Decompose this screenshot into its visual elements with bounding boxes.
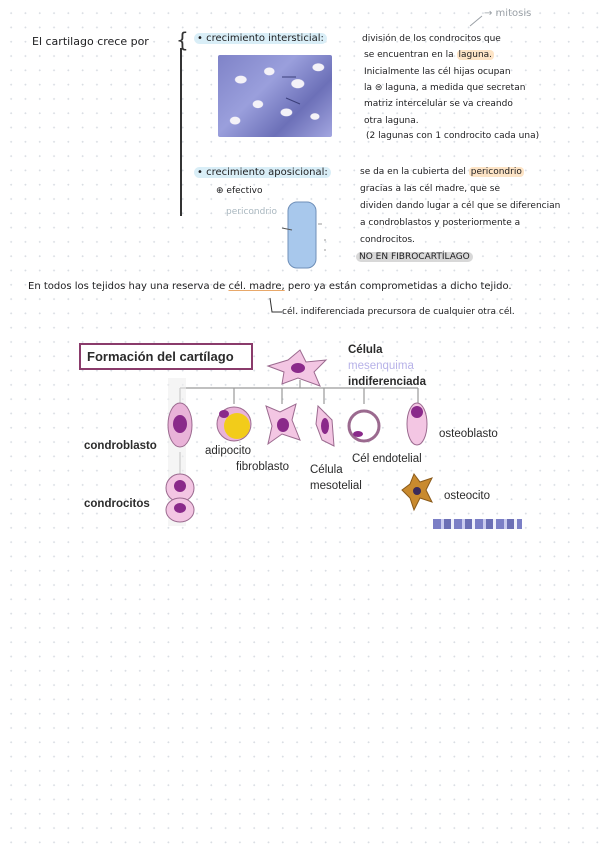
aposicional-line-2: gracias a las cél madre, que se [360, 184, 501, 194]
reserva-arrow [269, 297, 282, 313]
brace-line [180, 48, 182, 216]
endotelial-cell [347, 409, 381, 443]
micrograph-strip [433, 519, 522, 529]
fibroblasto-cell [265, 403, 301, 446]
pericondrio-label: pericondrio [226, 207, 278, 217]
mesenchymal-cell [266, 349, 328, 387]
mitosis-arrow [469, 15, 483, 27]
diagram-lines [179, 380, 419, 474]
intersticial-line-1: división de los condrocitos que [362, 34, 501, 44]
label-endotelial: Cél endotelial [352, 453, 422, 465]
intersticial-line-7: (2 lagunas con 1 condrocito cada una) [366, 131, 540, 141]
lead-text: El cartilago crece por [32, 35, 149, 48]
label-osteocito: osteocito [444, 490, 491, 502]
cartilage-micrograph [218, 55, 332, 137]
intersticial-line-3: Inicialmente las cél hijas ocupan [364, 67, 511, 77]
aposicional-line-3: dividen dando lugar a cél que se diferen… [360, 201, 561, 211]
label-celula-mesotelial-1: Célula [310, 464, 343, 476]
label-indiferenciada: indiferenciada [348, 376, 426, 388]
label-condrocitos: condrocitos [84, 498, 150, 510]
osteocito-cell [401, 472, 433, 512]
intersticial-line-4: la ⊜ laguna, a medida que secretan [364, 83, 526, 93]
label-celula-mesotelial-2: mesotelial [310, 480, 362, 492]
label-fibroblasto: fibroblasto [236, 461, 290, 473]
intersticial-line-6: otra laguna. [364, 116, 419, 126]
adipocito-cell [216, 406, 252, 442]
label-osteoblasto: osteoblasto [439, 428, 498, 440]
label-adipocito: adipocito [205, 445, 252, 457]
aposicional-title: • crecimiento aposicional: [194, 167, 331, 178]
aposicional-line-4: a condroblastos y posteriormente a [360, 218, 521, 228]
brace: { [176, 28, 189, 52]
mesotelial-cell [315, 404, 335, 447]
condrocitos-cells [165, 473, 195, 523]
reserva-sub-line: cél. indiferenciada precursora de cualqu… [282, 307, 515, 317]
osteoblasto-cell [406, 402, 428, 446]
label-mesenquima: mesenquima [348, 360, 414, 372]
reserva-line: En todos los tejidos hay una reserva de … [28, 281, 512, 292]
condroblasto-cell [167, 402, 193, 448]
mitosis-note: → mitosis [484, 8, 532, 19]
intersticial-line-2: se encuentran en la laguna. [364, 50, 495, 60]
aposicional-line-1: se da en la cubierta del pericondrio [360, 167, 524, 177]
intersticial-title: • crecimiento intersticial: [194, 33, 327, 44]
label-celula: Célula [348, 344, 383, 356]
pericondrio-sketch [281, 201, 326, 269]
efectivo-label: ⊕ efectivo [216, 186, 263, 196]
intersticial-line-5: matriz intercelular se va creando [364, 99, 513, 109]
aposicional-line-5: condrocitos. [360, 235, 415, 245]
micrograph-pointers [282, 76, 301, 105]
label-condroblasto: condroblasto [84, 440, 157, 452]
diagram-title: Formación del cartílago [79, 343, 253, 370]
aposicional-line-6: NO EN FIBROCARTÍLAGO [356, 252, 473, 262]
